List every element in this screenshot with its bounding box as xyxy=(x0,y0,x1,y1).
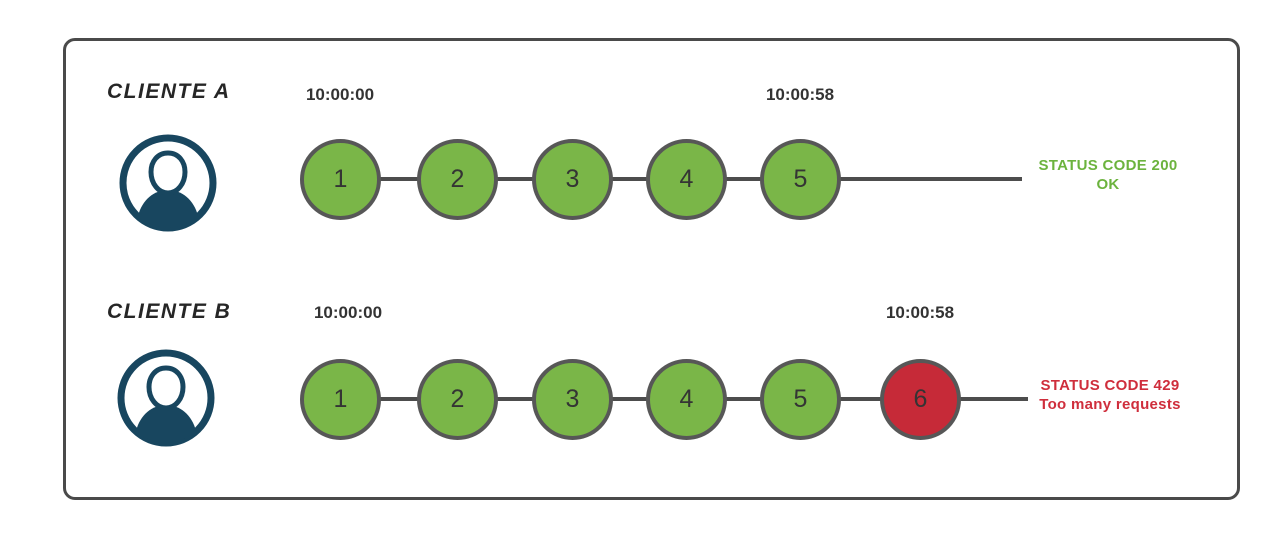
request-circle: 5 xyxy=(760,139,841,220)
status-code-line: STATUS CODE 429 xyxy=(1040,377,1180,394)
status-message-line: OK xyxy=(1096,176,1120,193)
request-circle: 5 xyxy=(760,359,841,440)
row-a-status-text: STATUS CODE 200 OK xyxy=(1026,156,1190,194)
request-circle: 1 xyxy=(300,139,381,220)
status-message-line: Too many requests xyxy=(1039,396,1181,413)
request-circle: 1 xyxy=(300,359,381,440)
row-b-start-timestamp: 10:00:00 xyxy=(313,303,383,322)
status-code-line: STATUS CODE 200 xyxy=(1038,157,1178,174)
client-a-label: CLIENTE A xyxy=(107,80,231,103)
row-b-end-timestamp: 10:00:58 xyxy=(885,303,955,322)
row-a-start-timestamp: 10:00:00 xyxy=(305,85,375,104)
client-b-label: CLIENTE B xyxy=(107,300,232,323)
user-avatar-icon xyxy=(116,348,216,448)
row-a-end-timestamp: 10:00:58 xyxy=(765,85,835,104)
row-b-status-text: STATUS CODE 429 Too many requests xyxy=(1026,376,1194,414)
request-circle: 4 xyxy=(646,359,727,440)
request-circle: 3 xyxy=(532,139,613,220)
diagram-frame xyxy=(63,38,1240,500)
request-circle: 3 xyxy=(532,359,613,440)
request-circle: 4 xyxy=(646,139,727,220)
request-circle: 2 xyxy=(417,359,498,440)
user-avatar-icon xyxy=(118,133,218,233)
request-circle: 2 xyxy=(417,139,498,220)
request-circle-blocked: 6 xyxy=(880,359,961,440)
